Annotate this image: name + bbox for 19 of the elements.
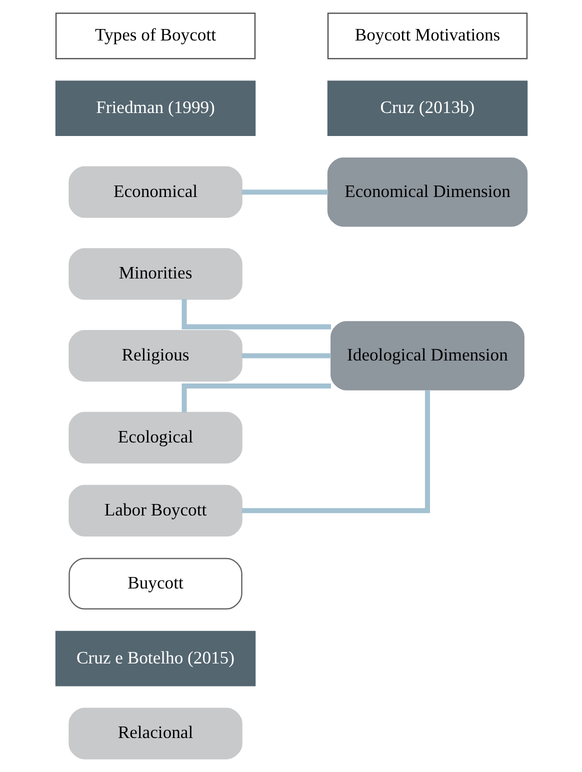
- node-box: Cruz e Botelho (2015): [54, 630, 256, 686]
- node-box: Minorities: [68, 248, 242, 300]
- node-box: Buycott: [68, 558, 242, 610]
- node-box: Economical Dimension: [326, 157, 528, 227]
- node-box: Labor Boycott: [68, 484, 242, 536]
- node-box: Ideological Dimension: [330, 321, 524, 390]
- node-box: Religious: [68, 330, 242, 382]
- node-box: Boycott Motivations: [326, 12, 528, 60]
- connector: [241, 353, 330, 358]
- node-box: Types of Boycott: [54, 12, 256, 60]
- connector: [181, 299, 331, 330]
- connector: [241, 390, 430, 514]
- node-box: Friedman (1999): [54, 80, 256, 136]
- node-box: Relacional: [68, 708, 242, 760]
- connector: [181, 383, 331, 412]
- connector: [241, 190, 328, 195]
- node-box: Economical: [68, 166, 242, 218]
- node-box: Ecological: [68, 412, 242, 464]
- node-box: Cruz (2013b): [326, 80, 528, 136]
